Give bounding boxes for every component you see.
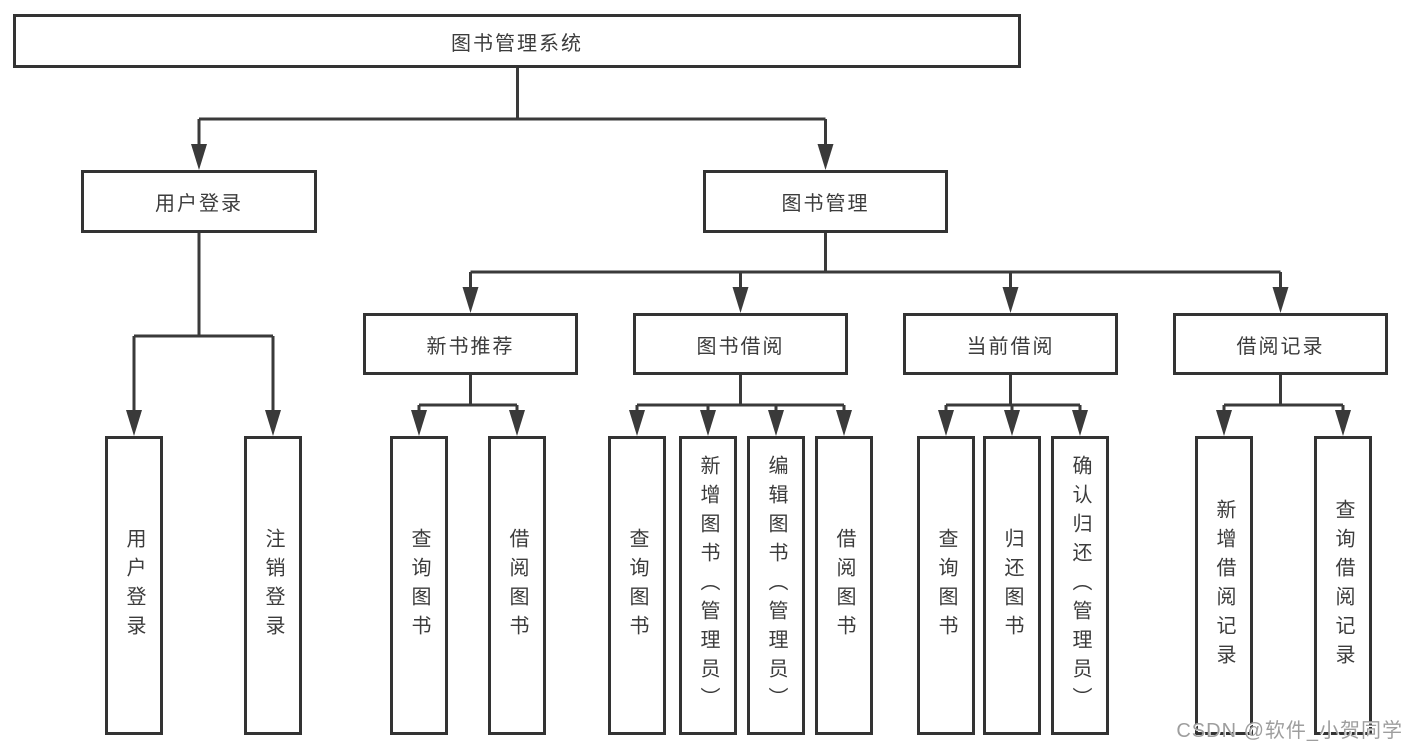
connector-book-mgmt-to-level3 [469, 233, 1282, 305]
arrowhead [265, 410, 281, 436]
node-new-book-recommendation: 新书推荐 [363, 313, 578, 375]
arrowhead [836, 410, 852, 436]
arrowhead [509, 410, 525, 436]
node-label: 查询图书 [935, 527, 957, 644]
arrowhead [768, 410, 784, 436]
node-label: 借阅图书 [506, 527, 528, 644]
leaf-logout: 注销登录 [244, 436, 302, 735]
arrowhead [732, 287, 749, 313]
leaf-return-book: 归还图书 [983, 436, 1041, 735]
csdn-watermark: CSDN @软件_小贺同学 [1176, 720, 1403, 742]
arrowhead [462, 287, 479, 313]
leaf-query-books-recommend: 查询图书 [390, 436, 448, 735]
node-label: 用户登录 [155, 193, 243, 215]
arrowhead [938, 410, 954, 436]
arrowhead [1002, 287, 1019, 313]
arrowhead [1335, 410, 1351, 436]
connector-user-login-to-leaves [132, 233, 275, 428]
arrowhead [629, 410, 645, 436]
node-label: 新书推荐 [426, 335, 515, 358]
leaf-query-books-borrow: 查询图书 [608, 436, 666, 735]
connector-root-to-level2 [197, 68, 827, 162]
leaf-add-book-admin: 新增图书（管理员） [679, 436, 737, 735]
node-label: 新增图书（管理员） [697, 455, 719, 716]
arrowhead [126, 410, 142, 436]
node-label: 图书管理系统 [451, 32, 583, 55]
node-book-management: 图书管理 [703, 170, 948, 233]
connector-book-borrow-to-leaves [635, 375, 846, 428]
node-label: 查询图书 [626, 527, 648, 644]
node-label: 编辑图书（管理员） [765, 455, 787, 716]
arrowheads [126, 144, 1351, 436]
arrowhead [1004, 410, 1020, 436]
arrowhead [1072, 410, 1088, 436]
node-label: 图书管理 [781, 193, 870, 215]
node-library-management-system: 图书管理系统 [13, 14, 1021, 68]
leaf-query-books-current: 查询图书 [917, 436, 975, 735]
leaf-borrow-books: 借阅图书 [815, 436, 873, 735]
node-label: 新增借阅记录 [1213, 498, 1235, 673]
leaf-user-login: 用户登录 [105, 436, 163, 735]
arrowhead [1216, 410, 1232, 436]
leaf-query-borrow-record: 查询借阅记录 [1314, 436, 1372, 735]
node-label: 借阅图书 [833, 527, 855, 644]
arrowhead [817, 144, 834, 170]
node-current-borrowing: 当前借阅 [903, 313, 1118, 375]
node-label: 查询借阅记录 [1332, 498, 1354, 673]
node-label: 归还图书 [1001, 527, 1023, 644]
node-user-login: 用户登录 [81, 170, 317, 233]
leaf-add-borrow-record: 新增借阅记录 [1195, 436, 1253, 735]
connector-borrow-records-to-leaves [1222, 375, 1345, 428]
node-borrowing-records: 借阅记录 [1173, 313, 1388, 375]
node-label: 注销登录 [262, 527, 284, 644]
node-label: 当前借阅 [966, 335, 1055, 358]
arrowhead [191, 144, 207, 170]
node-label: 借阅记录 [1236, 335, 1325, 358]
arrowhead [411, 410, 427, 436]
arrowhead [700, 410, 716, 436]
leaf-confirm-return-admin: 确认归还（管理员） [1051, 436, 1109, 735]
arrowhead [1272, 287, 1289, 313]
node-label: 用户登录 [123, 527, 145, 644]
node-book-borrowing: 图书借阅 [633, 313, 848, 375]
leaf-edit-book-admin: 编辑图书（管理员） [747, 436, 805, 735]
connector-new-book-to-leaves [417, 375, 519, 428]
node-label: 图书借阅 [696, 335, 785, 358]
node-label: 确认归还（管理员） [1069, 455, 1091, 716]
node-label: 查询图书 [408, 527, 430, 644]
leaf-borrow-books-recommend: 借阅图书 [488, 436, 546, 735]
